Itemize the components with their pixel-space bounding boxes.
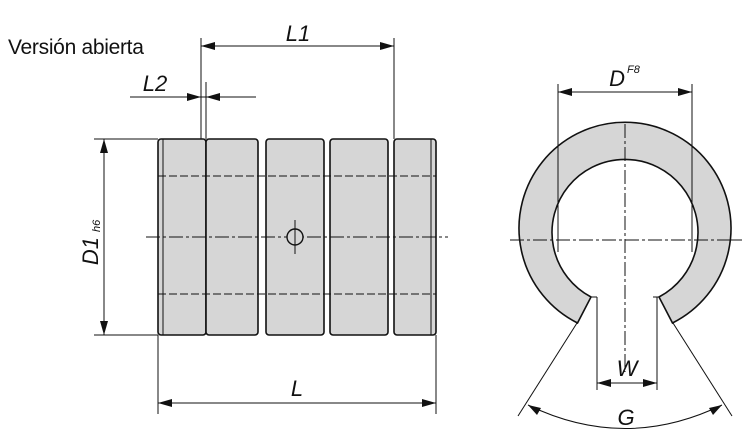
dim-label-G: G: [617, 405, 634, 430]
dim-tolerance-D1: h6: [91, 219, 103, 232]
dim-tolerance-D: F8: [627, 64, 641, 76]
dim-label-L: L: [291, 376, 303, 401]
variant-caption: Versión abierta: [8, 36, 144, 59]
dim-label-D: D: [609, 66, 625, 91]
dim-label-W: W: [617, 356, 640, 381]
dim-arc-G: [527, 404, 723, 429]
open-bushing-section: [518, 121, 732, 325]
front-view: D F8 W G: [510, 64, 742, 430]
dim-label-L2: L2: [143, 71, 167, 96]
side-view: L1 L2 D1 h6 L: [78, 21, 448, 414]
dim-label-L1: L1: [286, 21, 310, 46]
dim-label-D1: D1: [78, 237, 103, 265]
